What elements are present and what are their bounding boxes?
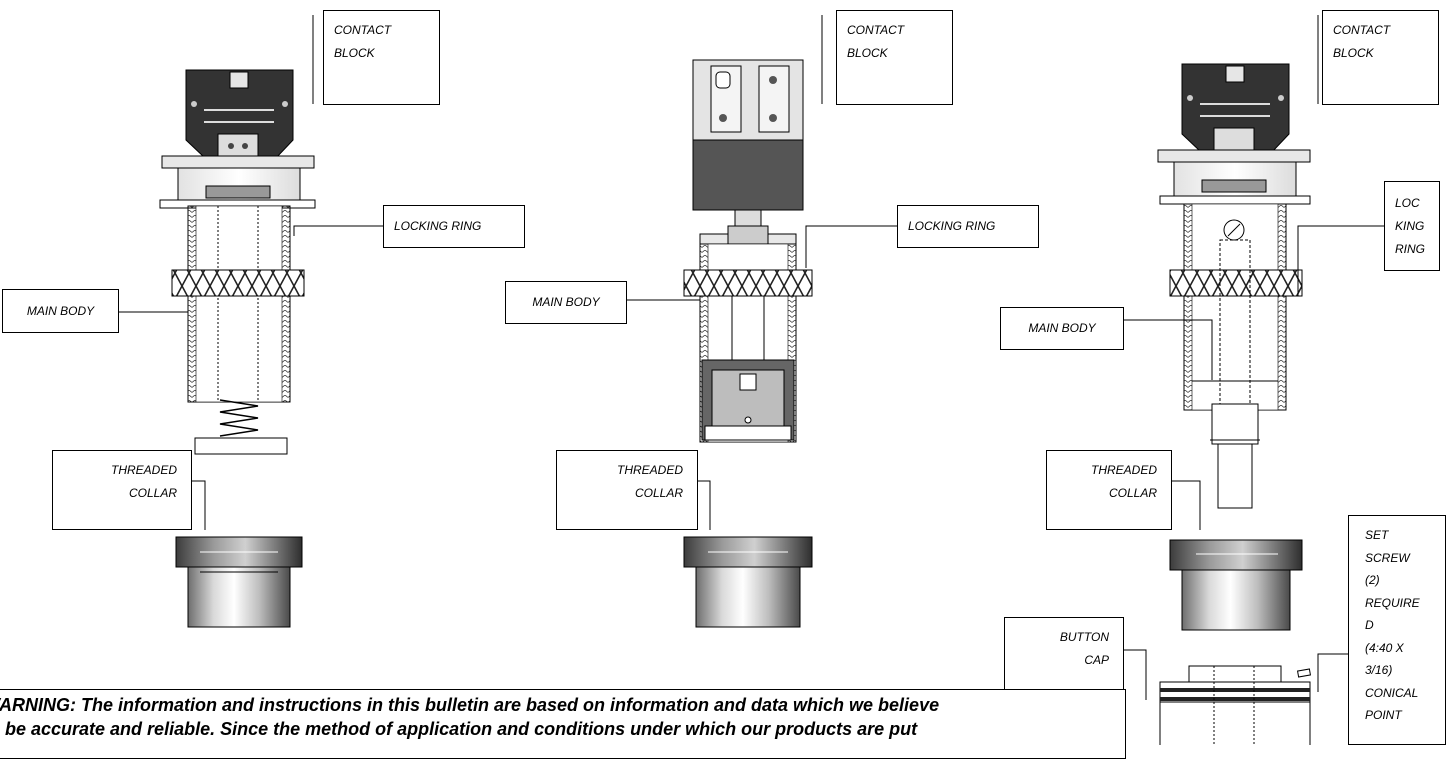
set-screw-label-3: SET SCREW (2) REQUIRE D (4:40 X 3/16) CO… (1348, 515, 1446, 745)
button-cap-label-3-line-1: BUTTON (1059, 630, 1109, 644)
threaded-collar-label-3: THREADED COLLAR (1046, 450, 1172, 530)
contact-block-label-2: CONTACT BLOCK (836, 10, 953, 105)
main-body-label-1-text: MAIN BODY (26, 304, 95, 318)
contact-block-label-3-line-1: CONTACT (1333, 23, 1391, 37)
warning-notice: WARNING: The information and instruction… (0, 689, 1126, 759)
threaded-collar-label-2-line-2: COLLAR (634, 486, 683, 500)
main-body-label-3-text: MAIN BODY (1028, 321, 1096, 335)
locking-ring-label-3-line-2: KING (1395, 219, 1425, 233)
threaded-collar-label-2: THREADED COLLAR (556, 450, 698, 530)
main-body-3 (1183, 203, 1287, 411)
contact-block-label-2-line-1: CONTACT (847, 23, 905, 37)
locking-ring-label-2-text: LOCKING RING (908, 219, 996, 233)
contact-block-label-3-line-2: BLOCK (1333, 46, 1374, 60)
button-cap-label-3-line-2: CAP (1084, 653, 1109, 667)
contact-block-label-1-line-1: CONTACT (334, 23, 392, 37)
set-screw-label-line-6: (4:40 X (1365, 640, 1404, 655)
locking-ring-label-3: LOC KING RING (1384, 181, 1440, 271)
assembly-1 (119, 15, 384, 628)
assembly-3 (1124, 15, 1384, 745)
contact-block-label-3: CONTACT BLOCK (1322, 10, 1439, 105)
set-screw-3 (1296, 668, 1312, 678)
button-mechanism-2 (701, 359, 795, 441)
button-cap-3 (1159, 665, 1311, 745)
threaded-collar-label-3-line-1: THREADED (1090, 463, 1157, 477)
set-screw-label-line-3: (2) (1365, 573, 1380, 587)
set-screw-label-line-9: POINT (1365, 708, 1402, 722)
threaded-collar-2 (683, 536, 813, 628)
leader-lines-3 (1124, 15, 1384, 700)
locking-ring-label-2: LOCKING RING (897, 205, 1039, 248)
threaded-collar-1 (175, 536, 303, 628)
contact-block-label-1: CONTACT BLOCK (323, 10, 440, 105)
set-screw-label-line-4: REQUIRE (1365, 595, 1420, 610)
spring-1 (194, 399, 288, 455)
locking-ring-label-1-text: LOCKING RING (394, 219, 482, 233)
threaded-collar-label-3-line-2: COLLAR (1108, 486, 1157, 500)
threaded-collar-label-2-line-1: THREADED (616, 463, 683, 477)
set-screw-label-line-7: 3/16) (1365, 663, 1393, 677)
set-screw-label-line-5: D (1365, 618, 1374, 632)
set-screw-label-line-8: CONICAL (1365, 685, 1419, 700)
main-body-label-1: MAIN BODY (2, 289, 119, 333)
threaded-collar-3 (1169, 539, 1303, 631)
main-body-label-2: MAIN BODY (505, 281, 627, 324)
set-screw-label-line-1: SET (1365, 528, 1389, 542)
assembly-2 (627, 15, 898, 628)
threaded-collar-label-1: THREADED COLLAR (52, 450, 192, 530)
locking-ring-label-1: LOCKING RING (383, 205, 525, 248)
main-body-label-3: MAIN BODY (1000, 307, 1124, 350)
main-body-label-2-text: MAIN BODY (532, 295, 600, 309)
locking-ring-3 (1169, 269, 1303, 297)
contact-block-label-1-line-2: BLOCK (334, 46, 375, 60)
leader-lines-1 (119, 15, 384, 530)
contact-block-2 (692, 59, 804, 229)
contact-block-1 (185, 69, 294, 159)
contact-block-label-2-line-2: BLOCK (847, 46, 888, 60)
main-body-1 (187, 205, 291, 403)
contact-block-3 (1181, 63, 1290, 153)
leader-lines-2 (627, 15, 898, 530)
shaft-3 (1210, 239, 1260, 509)
set-screw-label-line-2: SCREW (1365, 550, 1410, 565)
threaded-collar-label-1-line-2: COLLAR (128, 486, 177, 500)
locking-ring-2 (683, 269, 813, 297)
locking-ring-1 (171, 269, 305, 297)
locking-ring-label-3-line-3: RING (1395, 242, 1425, 256)
locking-ring-label-3-line-1: LOC (1395, 196, 1420, 210)
warning-line-2: to be accurate and reliable. Since the m… (0, 719, 918, 739)
threaded-collar-label-1-line-1: THREADED (110, 463, 177, 477)
switch-housing-3 (1157, 149, 1311, 205)
warning-line-1: WARNING: The information and instruction… (0, 695, 940, 715)
button-cap-label-3: BUTTON CAP (1004, 617, 1124, 697)
